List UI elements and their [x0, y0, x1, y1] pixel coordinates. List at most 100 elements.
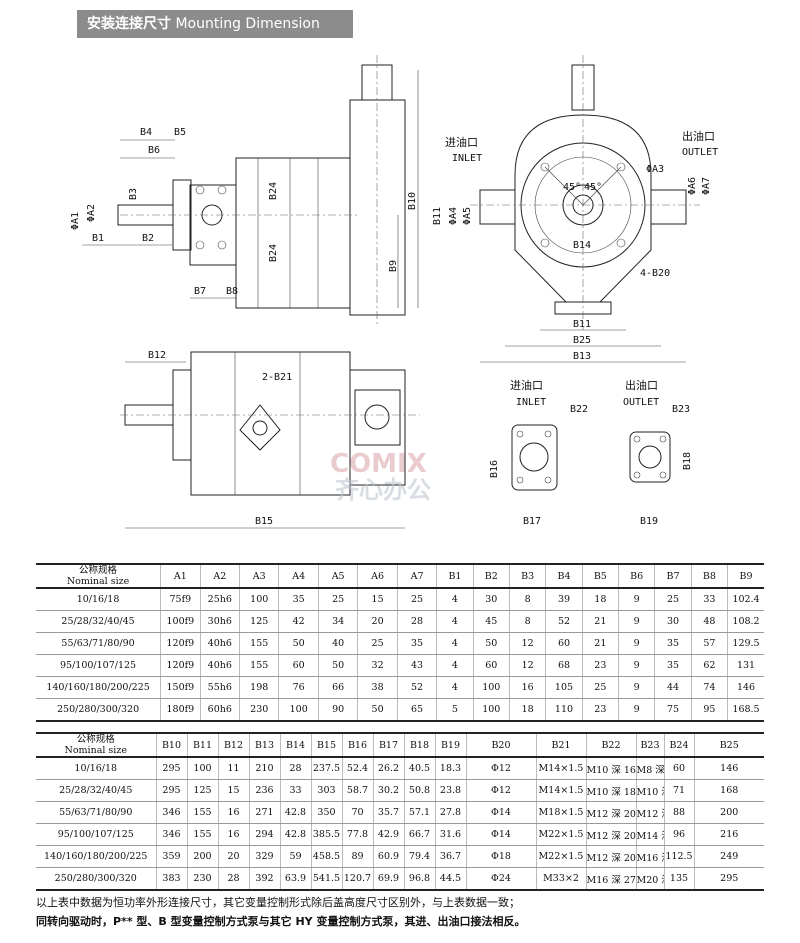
dimension-cell: 129.5: [727, 632, 764, 655]
dimension-cell: 168.5: [727, 698, 764, 722]
dim-B6: B6: [148, 145, 160, 156]
dimension-cell: 16: [508, 676, 546, 699]
dimension-cell: Φ12: [465, 756, 536, 780]
table2-col: B20: [465, 732, 536, 758]
dimension-cell: 5: [436, 698, 474, 722]
dimension-cell: 35: [396, 632, 437, 655]
dimension-cell: 90: [317, 698, 358, 722]
dimension-cell: 18: [508, 698, 546, 722]
dimension-cell: 50: [472, 632, 510, 655]
table2-col: B19: [434, 732, 466, 758]
dimension-cell: M20 深 35: [635, 867, 664, 891]
table1-col: B2: [472, 563, 510, 589]
dimension-cell: 180f9: [160, 698, 201, 722]
dimension-cell: 50.8: [403, 779, 435, 802]
dimension-cell: 20: [217, 845, 249, 868]
dim-B24-top: B24: [268, 182, 279, 200]
dimension-cell: 295: [693, 867, 764, 891]
dimension-cell: 44.5: [434, 867, 466, 891]
dimension-cell: 50: [317, 654, 358, 677]
dimension-cell: 75: [654, 698, 692, 722]
dimension-cell: 110: [545, 698, 583, 722]
mounting-drawing: B4 B5 B6 B3 ΦA1 ΦA2 B1 B2 B24 B24 B7 B8 …: [70, 55, 718, 529]
dimension-cell: 77.8: [341, 823, 373, 846]
nominal-size-cell: 140/160/180/200/225: [36, 676, 161, 699]
dimension-cell: 9: [617, 698, 655, 722]
dimension-cell: 9: [617, 654, 655, 677]
dimension-cell: 52: [396, 676, 437, 699]
inlet-flange-view: 进油口 INLET B22 B16 B17: [489, 378, 588, 527]
dim-B9: B9: [388, 260, 399, 272]
dimension-cell: 150f9: [160, 676, 201, 699]
dimension-cell: 96: [663, 823, 694, 846]
table1-header-cn: 公称规格: [79, 565, 118, 576]
dimension-cell: 44: [654, 676, 692, 699]
dimension-cell: M16 深 25: [635, 845, 664, 868]
header-title-en: Mounting Dimension: [175, 16, 320, 32]
dimension-cell: 100f9: [160, 610, 201, 633]
dimension-cell: 125: [239, 610, 279, 633]
dimension-cell: 271: [248, 801, 280, 824]
watermark-cn: 齐心办公: [335, 476, 431, 504]
dimension-cell: Φ24: [465, 867, 536, 891]
dimension-cell: 120f9: [160, 654, 201, 677]
table1-col: A2: [199, 563, 240, 589]
dimension-cell: 40h6: [199, 654, 240, 677]
dimension-cell: 105: [545, 676, 583, 699]
dimension-cell: 100: [186, 756, 218, 780]
table1-size-header: 公称规格 Nominal size: [36, 563, 161, 589]
dimension-cell: 4: [436, 632, 474, 655]
outlet-flange-view: 出油口 OUTLET B23 B18 B19: [623, 378, 693, 527]
dimension-cell: 15: [357, 587, 398, 611]
dim-B11-left: B11: [432, 207, 443, 225]
dimension-cell: 52.4: [341, 756, 373, 780]
table1-col: B6: [617, 563, 655, 589]
dim-A7: ΦA7: [701, 177, 712, 195]
dimension-cell: 135: [663, 867, 694, 891]
dim-A5: ΦA5: [462, 207, 473, 225]
table2-col: B21: [535, 732, 586, 758]
dimension-cell: 236: [248, 779, 280, 802]
side-view: B4 B5 B6 B3 ΦA1 ΦA2 B1 B2 B24 B24 B7 B8 …: [70, 55, 419, 325]
dimension-cell: 48: [690, 610, 728, 633]
dim-A1: ΦA1: [70, 212, 81, 230]
section-header: 安装连接尺寸 Mounting Dimension: [77, 10, 353, 38]
dimension-cell: 16: [217, 823, 249, 846]
table2-col: B23: [635, 732, 664, 758]
dim-B12: B12: [148, 350, 166, 361]
dim-B13: B13: [573, 351, 591, 362]
dimension-cell: 52: [545, 610, 583, 633]
dimension-cell: 74: [690, 676, 728, 699]
dimension-cell: 60: [545, 632, 583, 655]
dimension-cell: 458.5: [310, 845, 342, 868]
dimension-cell: M10 深 16: [585, 756, 636, 780]
dimension-cell: 346: [155, 823, 187, 846]
dim-A4: ΦA4: [448, 207, 459, 225]
dimension-cell: 31.6: [434, 823, 466, 846]
table2-size-header: 公称规格 Nominal size: [36, 732, 156, 758]
dimension-cell: 38: [357, 676, 398, 699]
dimension-cell: 303: [310, 779, 342, 802]
dim-B15: B15: [255, 516, 273, 527]
dimension-cell: 100: [239, 587, 279, 611]
dimension-cell: 40h6: [199, 632, 240, 655]
dimension-cell: 9: [617, 632, 655, 655]
dimension-cell: 541.5: [310, 867, 342, 891]
dimension-cell: 57: [690, 632, 728, 655]
dim-B3: B3: [128, 188, 139, 200]
dimension-cell: 383: [155, 867, 187, 891]
dimension-cell: 30: [472, 587, 510, 611]
table1-col: A5: [317, 563, 358, 589]
dimension-cell: 9: [617, 676, 655, 699]
nominal-size-cell: 250/280/300/320: [36, 867, 156, 891]
angle-left: 45°: [563, 182, 581, 193]
dim-4-B20: 4-B20: [640, 268, 670, 279]
dim-B1: B1: [92, 233, 104, 244]
dimension-cell: 249: [693, 845, 764, 868]
dimension-cell: 9: [617, 610, 655, 633]
dimension-cell: 30: [654, 610, 692, 633]
table1-header-en: Nominal size: [66, 576, 130, 587]
dimension-cell: 42.8: [279, 823, 311, 846]
